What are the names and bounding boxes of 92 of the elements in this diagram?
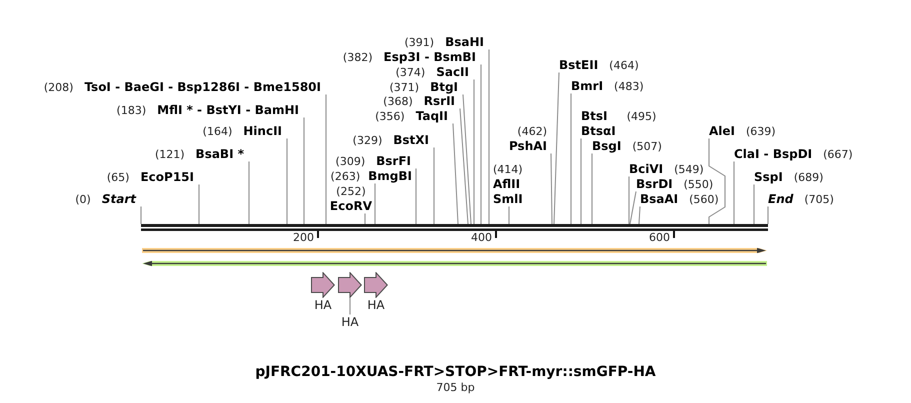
- leader-line: [638, 206, 640, 224]
- enzyme-name: HincII: [243, 124, 282, 138]
- position-number: (374): [396, 64, 426, 80]
- enzyme-name: BsaHI: [445, 34, 484, 50]
- position-number: (371): [389, 80, 420, 94]
- position-number: (507): [632, 138, 662, 154]
- leader-line: [364, 213, 366, 224]
- enzyme-name: BsgI: [592, 138, 622, 154]
- enzyme-name: MflI * - BstYI - BamHI: [157, 102, 299, 118]
- position-number: (560): [689, 192, 719, 206]
- enzyme-name: SspI: [754, 170, 783, 184]
- enzyme-name: AflII: [493, 176, 520, 192]
- position-number: (309): [336, 154, 366, 168]
- leader-line: [580, 138, 582, 224]
- dna-backbone: [141, 224, 768, 231]
- enzyme-name: BtgI: [430, 80, 458, 94]
- leader-line: [452, 123, 458, 224]
- position-number: (121): [154, 146, 185, 162]
- position-number: (356): [375, 108, 405, 124]
- position-number: (414): [493, 162, 523, 176]
- enzyme-name: BsaAI: [640, 192, 678, 206]
- leader-line: [630, 191, 636, 224]
- leader-line: [462, 94, 472, 224]
- feature-label: HA: [367, 298, 385, 313]
- position-number: (382): [342, 50, 373, 64]
- enzyme-name: BsaBI *: [196, 146, 244, 162]
- leader-line: [286, 138, 288, 224]
- position-number: (252): [336, 184, 366, 198]
- enzyme-name: TsoI - BaeGI - Bsp1286I - Bme1580I: [84, 80, 321, 94]
- feature-block: [338, 272, 362, 298]
- enzyme-name: SmlI: [493, 192, 523, 206]
- position-number: (550): [684, 176, 714, 192]
- enzyme-name: RsrII: [424, 94, 455, 108]
- enzyme-name: BstEII: [559, 58, 598, 72]
- enzyme-name: BmrI: [571, 78, 604, 94]
- enzyme-name: EcoP15I: [140, 170, 194, 184]
- position-number: (368): [383, 94, 413, 108]
- enzyme-name: ClaI - BspDI: [734, 146, 812, 162]
- leader-line: [488, 49, 490, 224]
- enzyme-name: PshAI: [508, 138, 547, 154]
- enzyme-name: AleI: [709, 124, 736, 138]
- leader-line: [374, 183, 376, 224]
- leader-line: [628, 176, 630, 224]
- position-number: (329): [352, 132, 382, 148]
- position-number: (705): [804, 192, 834, 206]
- enzyme-name: BciVI: [629, 162, 664, 176]
- feature-bar: [142, 260, 767, 267]
- position-number: (667): [823, 146, 853, 162]
- position-number: (483): [614, 78, 644, 94]
- position-number: (462): [517, 124, 547, 138]
- enzyme-name: BstXI: [393, 132, 429, 148]
- leader-line: [140, 206, 142, 224]
- enzyme-name: BtsαI: [581, 124, 616, 138]
- position-number: (391): [404, 34, 434, 50]
- enzyme-name: SacII: [436, 64, 469, 80]
- leader-line: [570, 93, 572, 224]
- feature-label: HA: [341, 314, 359, 330]
- start-label: Start: [102, 192, 136, 206]
- position-number: (639): [746, 124, 776, 138]
- scale-number: 400: [471, 231, 492, 244]
- enzyme-name: BsrDI: [636, 176, 673, 192]
- leader-line: [480, 64, 482, 224]
- leader-line: [460, 108, 468, 224]
- position-number: (0): [75, 192, 91, 206]
- position-number: (164): [202, 124, 232, 138]
- map-title: pJFRC201-10XUAS-FRT>STOP>FRT-myr::smGFP-HA: [255, 364, 656, 381]
- enzyme-name: BsrFI: [376, 154, 411, 168]
- scale-number: 600: [649, 231, 670, 244]
- position-number: (464): [609, 58, 639, 72]
- position-number: (183): [116, 102, 146, 118]
- enzyme-name: EcoRV: [330, 198, 372, 214]
- position-number: (495): [626, 108, 656, 124]
- position-number: (689): [794, 170, 824, 184]
- leader-line: [198, 184, 200, 224]
- enzyme-name: Esp3I - BsmBI: [384, 50, 476, 64]
- scale-number: 200: [293, 231, 314, 244]
- leader-line: [248, 161, 250, 224]
- enzyme-name: TaqII: [416, 108, 448, 124]
- feature-label: HA: [314, 298, 332, 313]
- leader-line: [508, 206, 510, 224]
- position-number: (263): [330, 168, 360, 184]
- position-number: (208): [44, 80, 74, 94]
- leader-line: [708, 138, 726, 224]
- leader-line: [554, 72, 560, 224]
- end-label: End: [768, 192, 794, 206]
- position-number: (549): [674, 162, 704, 176]
- position-number: (65): [106, 170, 130, 184]
- feature-bar: [142, 247, 767, 254]
- sequence-length: 705 bp: [436, 381, 475, 394]
- enzyme-name: BtsI: [581, 108, 608, 124]
- leader-line: [550, 153, 552, 224]
- enzyme-name: BmgBI: [368, 168, 412, 184]
